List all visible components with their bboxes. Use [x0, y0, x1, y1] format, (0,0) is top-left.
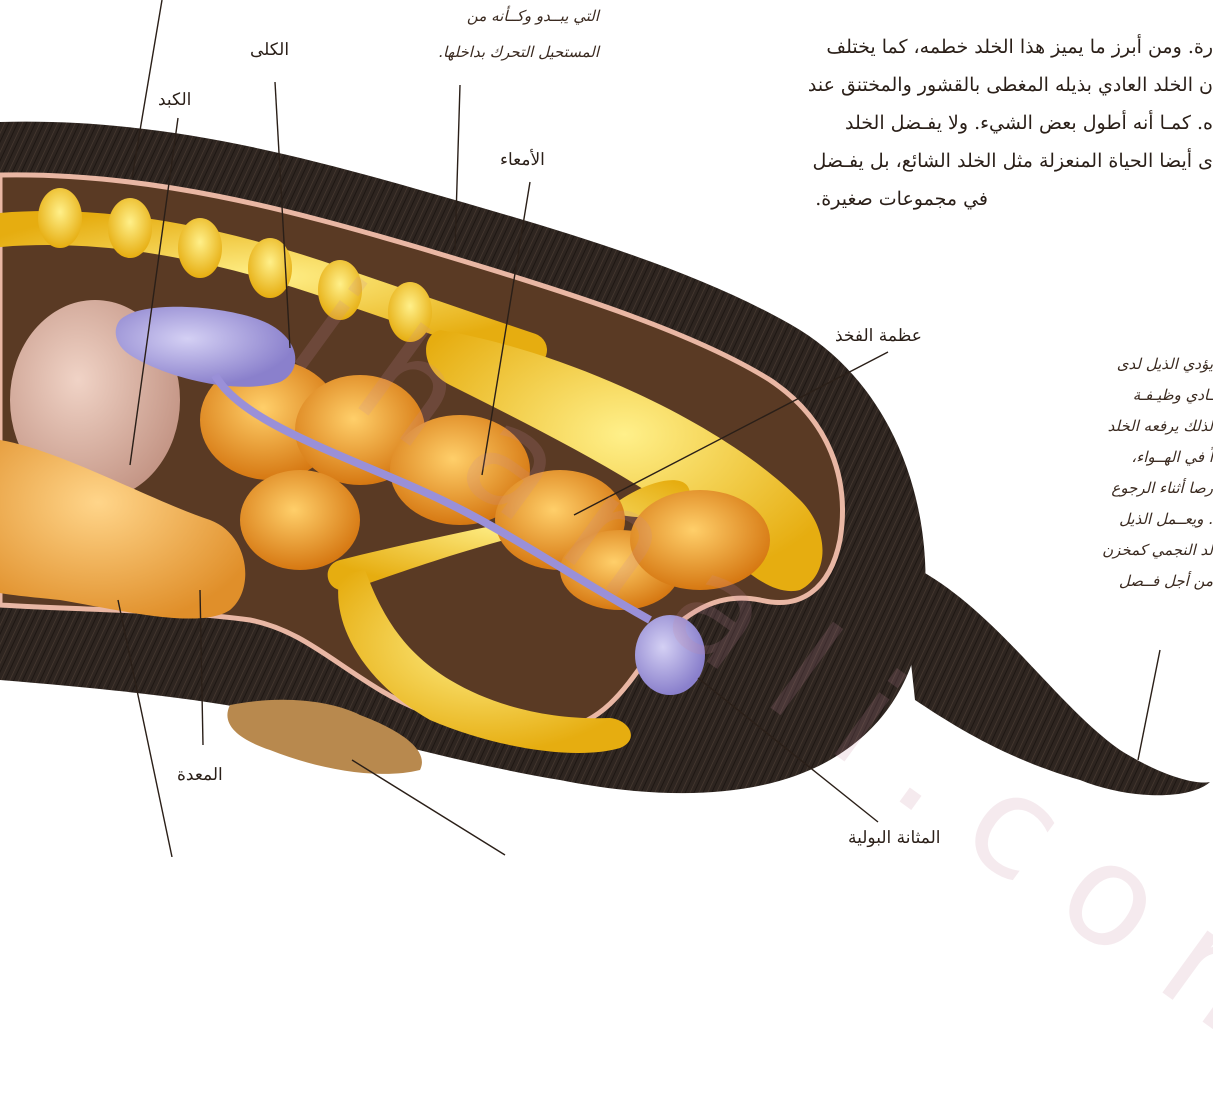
body-text-line-2: ن الخلد العادي بذيله المغطى بالقشور والم… — [808, 66, 1213, 104]
label-kidneys: الكلى — [250, 40, 289, 60]
side-caption-line-4: اً في الهــواء، — [1131, 445, 1213, 470]
body-text-line-5: في مجموعات صغيرة. — [815, 180, 988, 218]
top-caption-line-2: المستحيل التحرك بداخلها. — [438, 40, 599, 65]
label-intestines: الأمعاء — [500, 150, 545, 170]
side-caption-line-6: . ويعــمل الذيل — [1119, 507, 1213, 532]
side-caption-line-5: رصا أثناء الرجوع — [1111, 476, 1213, 501]
tail — [900, 560, 1210, 795]
label-liver: الكبد — [158, 90, 191, 110]
side-caption-line-8: من أجل فــصل — [1119, 569, 1213, 594]
top-caption-line-1: التي يبــدو وكــأنه من — [467, 4, 599, 29]
side-caption-line-3: لذلك يرفعه الخلد — [1108, 414, 1213, 439]
label-femur: عظمة الفخذ — [835, 326, 922, 346]
side-caption-line-1: يؤدي الذيل لدى — [1117, 352, 1213, 377]
bladder — [635, 615, 705, 695]
side-caption-line-2: ـادي وظيـفـة — [1133, 383, 1213, 408]
body-text-line-4: ى أيضا الحياة المنعزلة مثل الخلد الشائع،… — [813, 142, 1213, 180]
label-stomach: المعدة — [177, 765, 223, 785]
body-text-line-3: ه. كمـا أنه أطول بعض الشيء. ولا يفـضل ال… — [845, 104, 1213, 142]
body-text-line-1: رة. ومن أبرز ما يميز هذا الخلد خطمه، كما… — [826, 28, 1213, 66]
side-caption-line-7: لد النجمي كمخزن — [1102, 538, 1213, 563]
label-bladder: المثانة البولية — [848, 828, 941, 848]
